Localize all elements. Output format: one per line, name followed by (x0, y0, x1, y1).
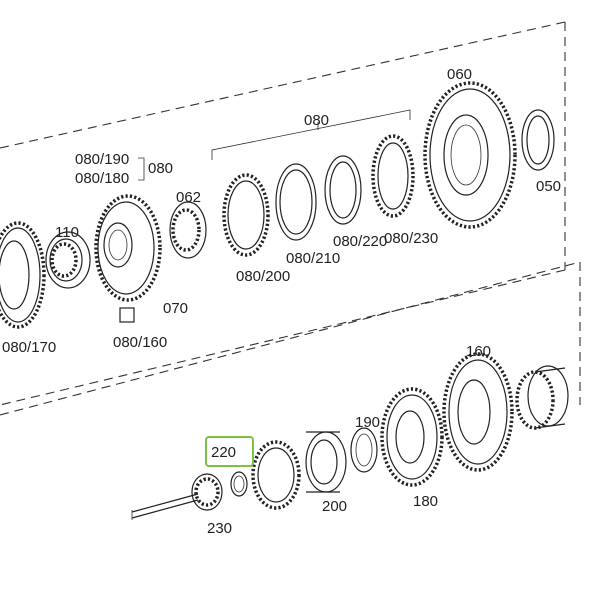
part-180-gear (380, 387, 444, 487)
part-230-nut (191, 473, 223, 511)
label-190: 190 (355, 414, 380, 431)
part-220-washer (230, 471, 248, 497)
label-080-160: 080/160 (113, 334, 167, 351)
highlight-220 (205, 436, 254, 467)
part-070-carrier (94, 194, 162, 323)
label-080-200: 080/200 (236, 268, 290, 285)
label-080-220: 080/220 (333, 233, 387, 250)
group-bracket-080 (211, 109, 411, 160)
part-small-gear (251, 440, 301, 510)
part-062-hub (169, 201, 207, 259)
label-070: 070 (163, 300, 188, 317)
label-200: 200 (322, 498, 347, 515)
part-190-washer (350, 427, 378, 473)
part-end-gear-pack (515, 365, 569, 430)
label-060: 060 (447, 66, 472, 83)
part-080-210-ring (275, 163, 317, 241)
label-080-180: 080/180 (75, 170, 129, 187)
part-080-220-ring (324, 155, 362, 225)
part-160-gear (442, 352, 514, 472)
label-080-230: 080/230 (384, 230, 438, 247)
lower-shaft (131, 493, 199, 520)
part-080-200-ring (222, 173, 270, 257)
gear-left-partial (0, 221, 46, 329)
part-080-230-ring (371, 134, 415, 218)
label-080-210: 080/210 (286, 250, 340, 267)
label-160: 160 (466, 343, 491, 360)
part-200-bearing (305, 431, 347, 493)
label-080-170: 080/170 (2, 339, 56, 356)
label-110: 110 (55, 224, 79, 241)
label-080-190: 080/190 (75, 151, 129, 168)
label-180: 180 (413, 493, 438, 510)
bracket-080-190-180 (138, 157, 145, 181)
label-230: 230 (207, 520, 232, 537)
label-050: 050 (536, 178, 561, 195)
part-060-gear (423, 81, 517, 229)
label-080: 080 (304, 112, 329, 129)
part-110-hub (45, 231, 91, 289)
label-220: 220 (211, 444, 236, 461)
upper-assembly-frame (0, 21, 566, 406)
lower-assembly-frame (0, 261, 581, 416)
label-080-b: 080 (148, 160, 173, 177)
part-050-washer (521, 109, 555, 171)
label-062: 062 (176, 189, 201, 206)
